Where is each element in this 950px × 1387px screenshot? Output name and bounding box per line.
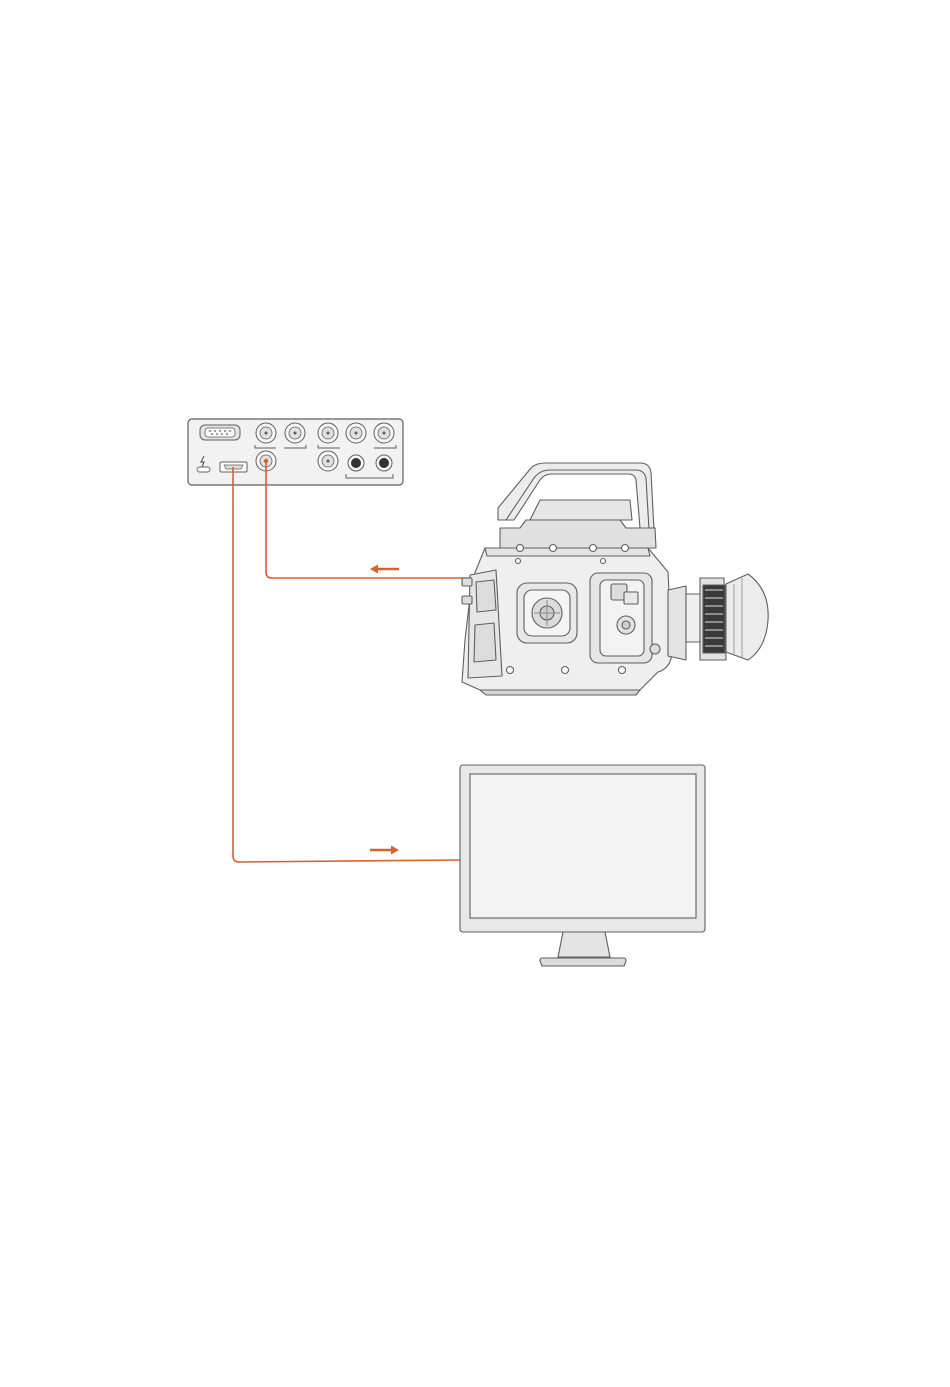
hdmi-cable	[233, 467, 461, 862]
bnc-port-icon	[318, 451, 338, 471]
bnc-port-icon	[374, 423, 394, 443]
bnc-port-icon	[256, 423, 276, 443]
monitor-neck	[558, 932, 610, 957]
cables	[233, 461, 470, 862]
left-arrow-icon	[370, 565, 399, 574]
sdi-cable-end	[264, 459, 268, 463]
monitor-screen	[470, 774, 696, 918]
focus-ring	[703, 585, 725, 653]
right-arrow-icon	[370, 846, 399, 855]
cinema-camera-icon	[462, 463, 768, 695]
monitor-icon	[460, 765, 705, 966]
bnc-port-icon	[346, 423, 366, 443]
rs422-port-icon	[200, 425, 240, 440]
lens	[668, 574, 768, 660]
audio-jack-icon	[376, 455, 392, 471]
monitor-stand	[540, 958, 626, 966]
interface-box	[188, 419, 403, 485]
bnc-port-icon	[318, 423, 338, 443]
audio-jack-icon	[348, 455, 364, 471]
bnc-port-icon	[285, 423, 305, 443]
